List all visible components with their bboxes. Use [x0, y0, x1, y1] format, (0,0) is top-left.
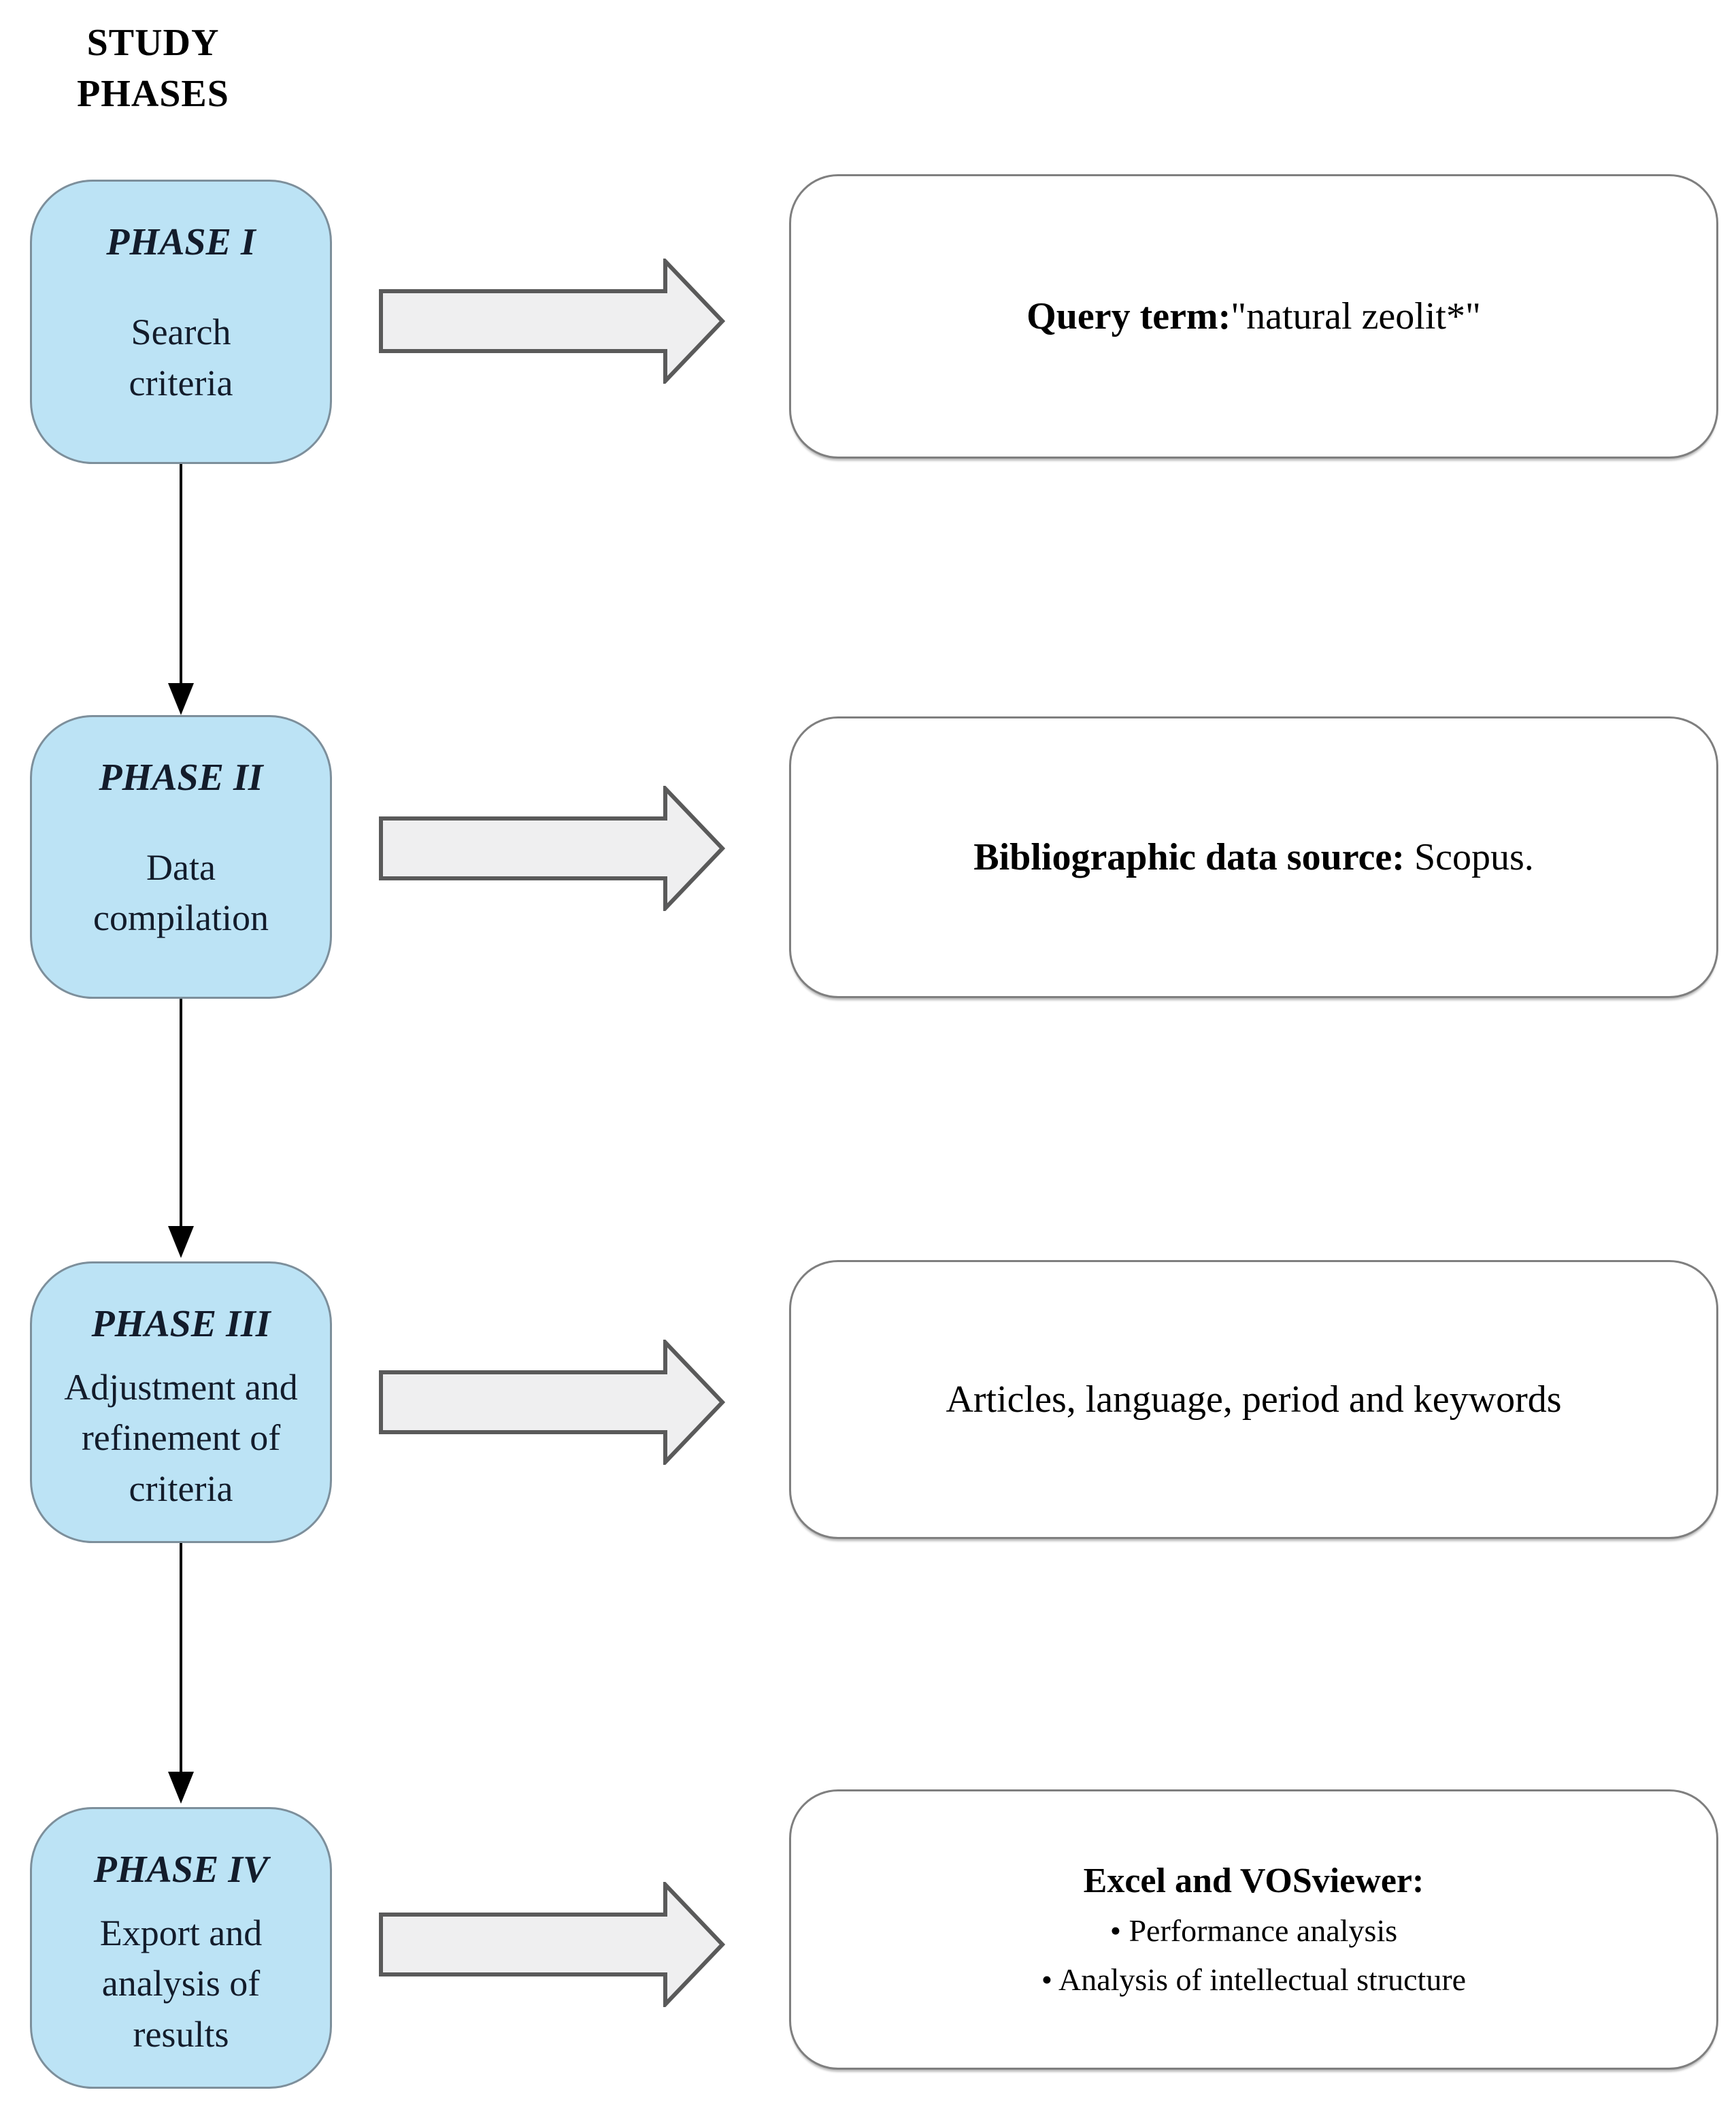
output-text: Query term:"natural zeolit*" [1026, 292, 1481, 342]
output-text-emphasis: Query term: [1026, 295, 1231, 337]
phase-3-box: PHASE III Adjustment and refinement of c… [30, 1261, 332, 1543]
output-text-value: Scopus. [1404, 835, 1534, 878]
output-text: Bibliographic data source: Scopus. [973, 833, 1533, 882]
connector-arrow-down-icon [180, 1543, 182, 1772]
phase-1-box: PHASE I Search criteria [30, 180, 332, 464]
connector-arrow-down-icon [180, 999, 182, 1226]
connector-arrow-down-icon [180, 464, 182, 683]
phase-3-description: Adjustment and refinement of criteria [64, 1366, 298, 1509]
phase-2-box: PHASE II Data compilation [30, 715, 332, 999]
phase-3-label: PHASE III [91, 1303, 271, 1345]
output-box-refinement: Articles, language, period and keywords [789, 1260, 1718, 1539]
block-arrow-right-icon [379, 786, 725, 911]
phase-1-description: Search criteria [129, 312, 233, 403]
output-box-analysis-tools: Excel and VOSviewer: • Performance analy… [789, 1789, 1718, 2070]
phase-2-description: Data compilation [93, 846, 269, 939]
output-text: Articles, language, period and keywords [946, 1375, 1561, 1425]
block-arrow-right-icon [379, 1340, 725, 1465]
phase-4-box: PHASE IV Export and analysis of results [30, 1807, 332, 2089]
output-box-data-source: Bibliographic data source: Scopus. [789, 716, 1718, 998]
phase-2-label: PHASE II [99, 757, 263, 799]
output-text-value: "natural zeolit*" [1231, 295, 1481, 337]
phase-1-label: PHASE I [106, 221, 256, 263]
output-heading: Excel and VOSviewer: [1083, 1861, 1424, 1900]
output-text-emphasis: Bibliographic data source: [973, 835, 1405, 878]
phase-4-label: PHASE IV [93, 1849, 269, 1891]
block-arrow-right-icon [379, 1882, 725, 2007]
diagram-title: STUDY PHASES [77, 22, 229, 116]
phase-4-description: Export and analysis of results [99, 1912, 263, 2055]
block-arrow-right-icon [379, 259, 725, 384]
output-bullet-list: • Performance analysis • Analysis of int… [1041, 1913, 1467, 1997]
output-text-value: Articles, language, period and keywords [946, 1378, 1562, 1421]
output-box-query-term: Query term:"natural zeolit*" [789, 174, 1718, 459]
